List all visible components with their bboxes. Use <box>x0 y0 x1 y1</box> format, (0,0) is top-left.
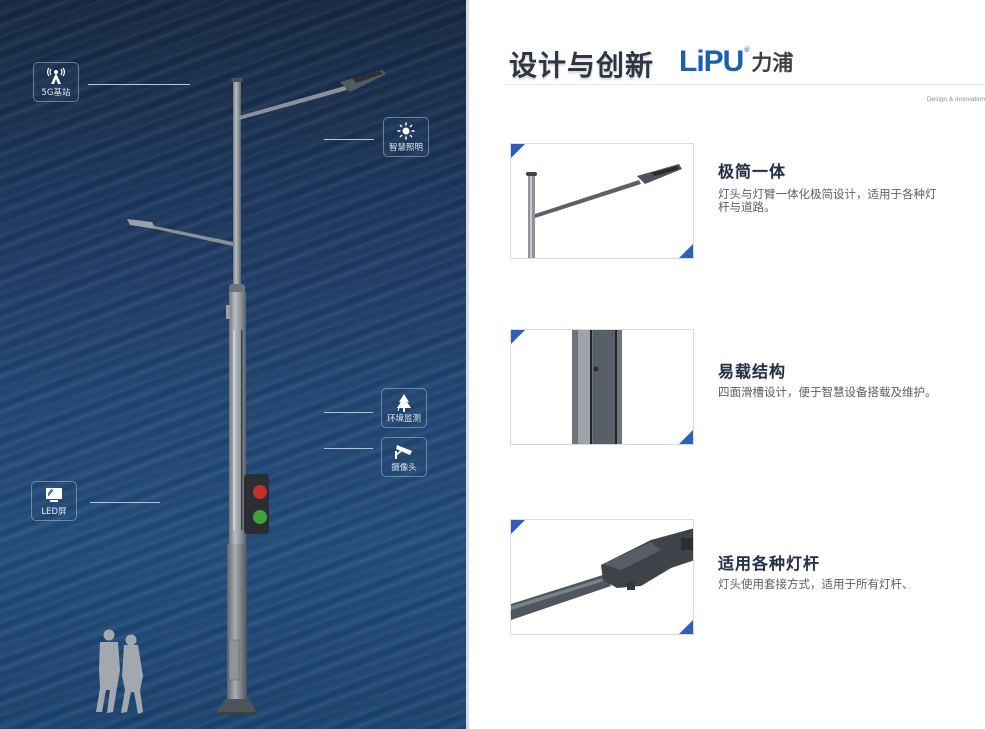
corner-accent <box>679 620 693 634</box>
feature-title: 易载结构 <box>718 362 787 381</box>
callout-label: 摄像头 <box>391 463 417 473</box>
logo-chinese: 力浦 <box>751 51 794 75</box>
page-title: 设计与创新 <box>509 49 655 82</box>
corner-accent <box>511 520 525 534</box>
leader-line <box>324 139 374 140</box>
registered-mark: ® <box>743 46 751 54</box>
callout-smart-lighting: 智慧照明 <box>383 117 429 157</box>
callout-camera: 摄像头 <box>381 437 427 477</box>
title-divider <box>507 84 985 85</box>
leader-line <box>324 448 373 449</box>
tree-icon <box>397 394 411 412</box>
feature-thumbnail <box>510 143 694 259</box>
antenna-icon <box>46 67 66 84</box>
corner-accent <box>511 330 525 344</box>
streetlight-arm-image <box>526 164 682 258</box>
feature-item: 适用各种灯杆 灯头使用套接方式，适用于所有灯杆、 <box>510 519 950 637</box>
panel-divider <box>466 0 469 729</box>
feature-thumbnail <box>510 519 694 635</box>
leader-line <box>88 84 190 85</box>
leader-line <box>324 412 373 413</box>
feature-title: 适用各种灯杆 <box>718 554 821 573</box>
callout-label: 智慧照明 <box>388 143 423 153</box>
callout-5g-base-station: 5G基站 <box>33 62 79 102</box>
feature-description: 灯头使用套接方式，适用于所有灯杆、 <box>718 577 914 591</box>
callout-label: 环境监测 <box>386 414 421 424</box>
leader-line <box>90 502 160 503</box>
callout-environment-monitoring: 环境监测 <box>381 388 427 428</box>
hero-panel: 5G基站 智慧照明 环境监测 摄像头 <box>0 0 466 729</box>
monitor-icon <box>46 488 62 502</box>
callout-led-screen: LED屏 <box>31 481 77 521</box>
feature-title: 极简一体 <box>718 162 787 181</box>
callout-label: LED屏 <box>41 507 67 517</box>
camera-icon <box>395 445 412 459</box>
corner-accent <box>679 430 693 444</box>
brand-logo: LiPU ® 力浦 <box>679 45 794 78</box>
feature-item: 极简一体 灯头与灯臂一体化极简设计，适用于各种灯杆与道路。 <box>510 143 950 261</box>
lamp-head-image <box>511 528 693 620</box>
smart-pole-illustration <box>96 70 386 715</box>
feature-description: 四面滑槽设计，便于智慧设备搭载及维护。 <box>718 385 937 399</box>
corner-accent <box>679 244 693 258</box>
corner-accent <box>511 144 525 158</box>
feature-thumbnail <box>510 329 694 445</box>
page-subtitle: Design & Innovation <box>926 96 985 103</box>
feature-item: 易载结构 四面滑槽设计，便于智慧设备搭载及维护。 <box>510 329 950 447</box>
feature-description: 灯头与灯臂一体化极简设计，适用于各种灯杆与道路。 <box>718 187 937 214</box>
pole-slot-image <box>572 330 622 444</box>
sun-icon <box>397 122 415 140</box>
callout-label: 5G基站 <box>41 88 71 98</box>
logo-wordmark: LiPU <box>679 45 744 78</box>
content-panel: 设计与创新 LiPU ® 力浦 Design & Innovation 极简一体… <box>469 0 985 729</box>
